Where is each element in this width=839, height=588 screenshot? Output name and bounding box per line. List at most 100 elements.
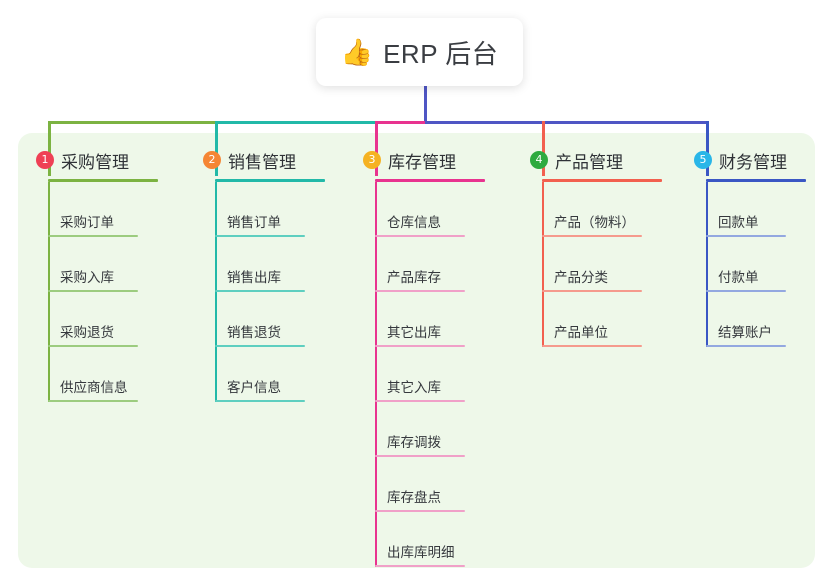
- leaf-item[interactable]: 产品分类: [530, 237, 690, 292]
- leaf-underline: [375, 345, 465, 347]
- leaf-label: 库存调拨: [387, 435, 441, 450]
- leaf-label: 产品（物料）: [554, 215, 635, 230]
- leaf-item[interactable]: 仓库信息: [363, 182, 513, 237]
- column-underline-2: [215, 179, 325, 182]
- leaf-underline: [375, 290, 465, 292]
- trunk-segment-4: [542, 121, 706, 124]
- column-badge-4: 4: [530, 151, 548, 169]
- leaf-item[interactable]: 其它出库: [363, 292, 513, 347]
- column-title-2: 销售管理: [228, 152, 296, 172]
- leaf-spine-5: [706, 182, 708, 347]
- leaf-label: 其它入库: [387, 380, 441, 395]
- leaf-item[interactable]: 库存调拨: [363, 402, 513, 457]
- column-header-5[interactable]: 5 财务管理: [694, 147, 834, 173]
- leaf-label: 库存盘点: [387, 490, 441, 505]
- column-header-4[interactable]: 4 产品管理: [530, 147, 690, 173]
- leaf-underline: [215, 345, 305, 347]
- column-5: 5 财务管理回款单付款单结算账户: [694, 147, 834, 347]
- leaf-item[interactable]: 产品库存: [363, 237, 513, 292]
- leaf-item[interactable]: 供应商信息: [36, 347, 186, 402]
- leaf-underline: [706, 235, 786, 237]
- root-stem: [424, 86, 427, 124]
- leaf-underline: [375, 235, 465, 237]
- leaf-underline: [48, 345, 138, 347]
- leaf-item[interactable]: 付款单: [694, 237, 834, 292]
- leaf-label: 产品单位: [554, 325, 608, 340]
- leaf-underline: [48, 235, 138, 237]
- leaf-label: 采购订单: [60, 215, 114, 230]
- column-2: 2 销售管理销售订单销售出库销售退货客户信息: [203, 147, 353, 402]
- leaf-item[interactable]: 库存盘点: [363, 457, 513, 512]
- leaf-list-1: 采购订单采购入库采购退货供应商信息: [36, 182, 186, 402]
- column-underline-3: [375, 179, 485, 182]
- column-badge-5: 5: [694, 151, 712, 169]
- leaf-spine-3: [375, 182, 377, 567]
- leaf-list-2: 销售订单销售出库销售退货客户信息: [203, 182, 353, 402]
- column-title-1: 采购管理: [61, 152, 129, 172]
- leaf-item[interactable]: 销售订单: [203, 182, 353, 237]
- leaf-item[interactable]: 采购退货: [36, 292, 186, 347]
- leaf-item[interactable]: 产品单位: [530, 292, 690, 347]
- leaf-label: 销售出库: [227, 270, 281, 285]
- column-title-3: 库存管理: [388, 152, 456, 172]
- leaf-underline: [215, 290, 305, 292]
- trunk-segment-2: [215, 121, 375, 124]
- leaf-list-3: 仓库信息产品库存其它出库其它入库库存调拨库存盘点出库库明细: [363, 182, 513, 567]
- column-3: 3 库存管理仓库信息产品库存其它出库其它入库库存调拨库存盘点出库库明细: [363, 147, 513, 567]
- column-badge-1: 1: [36, 151, 54, 169]
- leaf-label: 仓库信息: [387, 215, 441, 230]
- leaf-item[interactable]: 客户信息: [203, 347, 353, 402]
- column-header-1[interactable]: 1 采购管理: [36, 147, 186, 173]
- branch-stem-3: [375, 121, 378, 176]
- leaf-item[interactable]: 采购订单: [36, 182, 186, 237]
- leaf-spine-1: [48, 182, 50, 402]
- leaf-label: 产品分类: [554, 270, 608, 285]
- column-header-3[interactable]: 3 库存管理: [363, 147, 513, 173]
- column-badge-2: 2: [203, 151, 221, 169]
- leaf-spine-4: [542, 182, 544, 347]
- leaf-underline: [375, 400, 465, 402]
- column-title-4: 产品管理: [555, 152, 623, 172]
- trunk-segment-1: [48, 121, 215, 124]
- leaf-underline: [375, 510, 465, 512]
- leaf-underline: [48, 290, 138, 292]
- column-underline-1: [48, 179, 158, 182]
- column-1: 1 采购管理采购订单采购入库采购退货供应商信息: [36, 147, 186, 402]
- column-badge-3: 3: [363, 151, 381, 169]
- branch-stem-5: [706, 121, 709, 176]
- leaf-item[interactable]: 结算账户: [694, 292, 834, 347]
- column-title-5: 财务管理: [719, 152, 787, 172]
- leaf-underline: [542, 290, 642, 292]
- leaf-label: 采购入库: [60, 270, 114, 285]
- leaf-list-5: 回款单付款单结算账户: [694, 182, 834, 347]
- leaf-underline: [706, 345, 786, 347]
- leaf-item[interactable]: 出库库明细: [363, 512, 513, 567]
- column-4: 4 产品管理产品（物料） 产品分类产品单位: [530, 147, 690, 347]
- leaf-spine-2: [215, 182, 217, 402]
- leaf-label: 付款单: [718, 270, 759, 285]
- leaf-label: 销售退货: [227, 325, 281, 340]
- leaf-label: 出库库明细: [387, 545, 455, 560]
- leaf-item[interactable]: 销售退货: [203, 292, 353, 347]
- leaf-label: 客户信息: [227, 380, 281, 395]
- branch-stem-1: [48, 121, 51, 176]
- column-header-2[interactable]: 2 销售管理: [203, 147, 353, 173]
- leaf-item[interactable]: 采购入库: [36, 237, 186, 292]
- leaf-label: 其它出库: [387, 325, 441, 340]
- leaf-underline: [706, 290, 786, 292]
- trunk-segment-3: [375, 121, 425, 124]
- leaf-item[interactable]: 其它入库: [363, 347, 513, 402]
- leaf-underline: [542, 235, 642, 237]
- leaf-item[interactable]: 产品（物料）: [530, 182, 690, 237]
- leaf-item[interactable]: 回款单: [694, 182, 834, 237]
- leaf-label: 结算账户: [718, 325, 772, 340]
- leaf-underline: [215, 235, 305, 237]
- leaf-label: 回款单: [718, 215, 759, 230]
- leaf-item[interactable]: 销售出库: [203, 237, 353, 292]
- column-underline-5: [706, 179, 806, 182]
- root-node[interactable]: 👍 ERP 后台: [316, 18, 523, 86]
- branch-stem-4: [542, 121, 545, 176]
- leaf-underline: [215, 400, 305, 402]
- leaf-label: 供应商信息: [60, 380, 128, 395]
